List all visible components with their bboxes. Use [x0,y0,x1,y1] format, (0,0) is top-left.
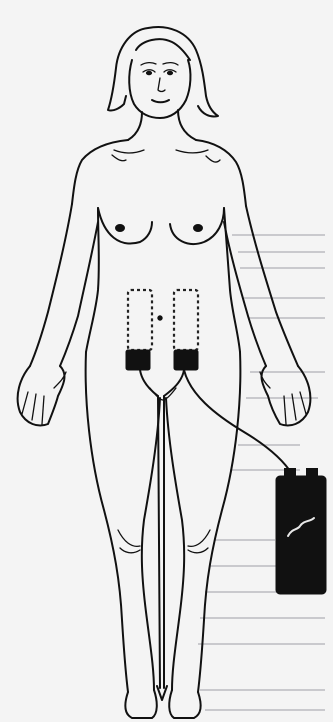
stimulator-unit [276,468,326,594]
nose [158,78,165,92]
stimulator-tab-right [306,468,318,478]
left-shoulder [72,140,128,204]
neck-right [178,110,196,140]
torso [72,110,246,352]
left-arm-outer [30,204,72,366]
right-leg-inner [166,398,184,690]
pad-right-connector [174,350,198,370]
bleed-through-text [198,235,325,710]
left-leg-outer [86,352,128,692]
head [108,27,218,118]
arms [18,204,311,426]
left-knee [118,530,140,546]
pad-left-connector [126,350,150,370]
right-arm-outer [246,206,298,366]
right-knee [188,530,210,546]
electrode-pad-left [128,290,152,350]
wire-right [164,370,184,396]
wire-down-left [158,396,160,688]
left-arm-inner [60,222,98,366]
wire-left [140,370,158,396]
stimulator-tab-left [284,468,296,478]
stimulator-body [276,476,326,594]
face [129,60,190,118]
hair-inner [136,39,190,60]
electrode-pads [126,290,198,370]
neck-left [128,112,142,140]
mouth [152,100,169,102]
electrode-pad-right [174,290,198,350]
left-hand [18,366,65,426]
left-leg-inner [142,398,160,690]
right-shoulder [196,140,246,206]
left-foot [125,690,156,718]
left-breast [98,208,152,244]
right-foot [169,690,200,718]
